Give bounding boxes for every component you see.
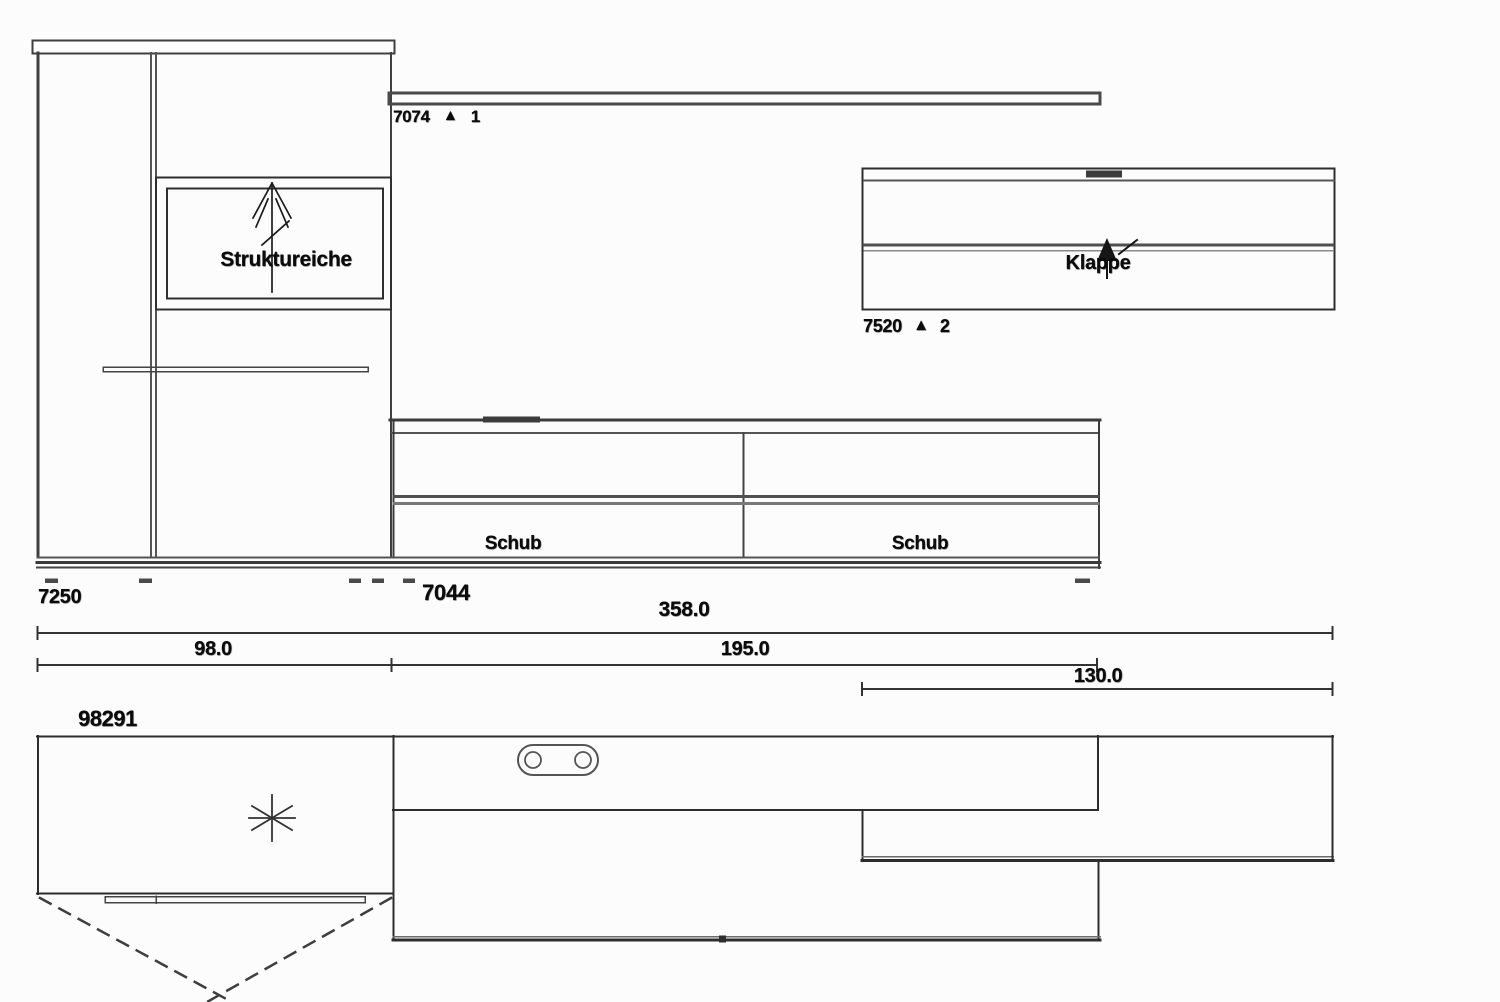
dimension-line-wall-unit-width xyxy=(860,682,1334,696)
dimension-total-width: 358.0 xyxy=(658,598,710,621)
wall-cabinet-outline xyxy=(861,167,1336,311)
tall-cabinet-outline xyxy=(31,39,396,559)
glass-shelf xyxy=(102,366,369,373)
wall-cabinet-position-number: 2 xyxy=(939,316,950,336)
wall-cabinet-part-label: 7520 ▲ 2 xyxy=(863,314,950,336)
flap-open-arrow-icon xyxy=(1097,238,1139,279)
wall-cabinet-part-code: 7520 xyxy=(863,316,902,336)
sideboard-code: 7044 xyxy=(422,580,470,605)
dimension-line-cabinet-widths xyxy=(36,658,1099,672)
plinth-base xyxy=(35,556,1102,569)
dimension-lines xyxy=(36,626,1334,696)
light-symbol-icon xyxy=(248,794,296,842)
position-triangle-icon: ▲ xyxy=(442,106,458,124)
plan-door-front xyxy=(104,895,366,904)
dimension-tall-cabinet-width: 98.0 xyxy=(194,638,232,660)
position-triangle-icon: ▲ xyxy=(912,314,929,334)
flap-label: Klappe xyxy=(1065,252,1131,274)
plan-view xyxy=(35,734,1335,1002)
display-panel-frame xyxy=(155,176,392,311)
front-view xyxy=(31,39,1336,583)
dimension-sideboard-width: 195.0 xyxy=(720,638,770,660)
dimension-line-total-width xyxy=(36,626,1334,640)
shelf-part-code: 7074 xyxy=(393,107,430,126)
sideboard-outline xyxy=(388,416,1102,570)
door-swing-dashed-lines xyxy=(38,896,393,1002)
dimension-wall-unit-width: 130.0 xyxy=(1073,665,1123,687)
shelf-position-number: 1 xyxy=(470,107,480,126)
cabinet-feet xyxy=(45,578,1090,583)
article-number: 98291 xyxy=(78,706,137,731)
tall-cabinet-code: 7250 xyxy=(38,586,82,608)
cable-grommet-icon xyxy=(517,744,599,776)
drawer-left-label: Schub xyxy=(484,533,542,554)
plan-outline xyxy=(35,734,1335,943)
finish-label: Struktureiche xyxy=(220,248,352,271)
shelf-part-label: 7074 ▲ 1 xyxy=(393,108,480,125)
drawer-right-label: Schub xyxy=(891,533,949,554)
grain-direction-arrow-icon xyxy=(251,181,293,293)
wall-shelf xyxy=(387,91,1102,106)
